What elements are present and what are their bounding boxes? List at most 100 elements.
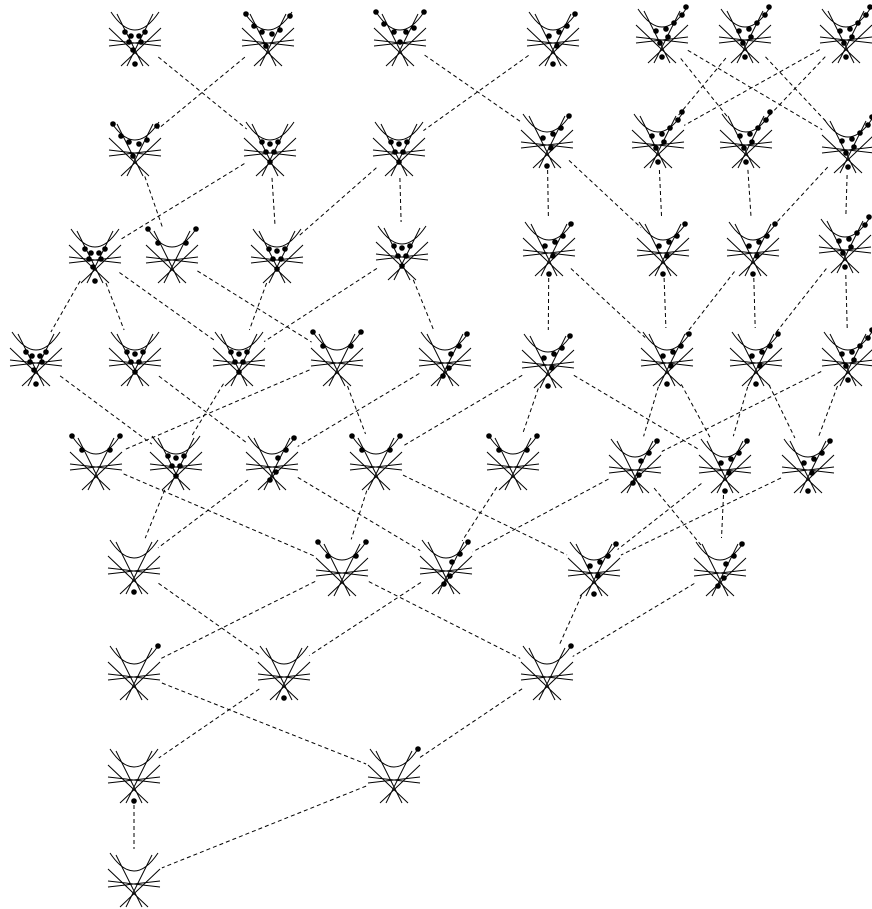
node-line [438, 542, 464, 594]
node-n2-1 [145, 226, 199, 283]
node-dot [136, 359, 142, 365]
edge-n2-1-n3-3 [197, 271, 311, 342]
node-curve [110, 853, 158, 871]
node-curve [72, 436, 120, 454]
node-curve [318, 542, 366, 560]
node-dot [86, 256, 92, 262]
node-line [531, 224, 557, 276]
edge-n3-3-n4-0 [124, 370, 310, 450]
edge-n3-8-n4-7 [819, 386, 838, 437]
node-n0-0 [109, 12, 161, 67]
edge-n0-6-n1-5 [767, 57, 826, 119]
node-line [576, 544, 602, 596]
node-dot [173, 473, 179, 479]
node-dot [595, 573, 601, 579]
node-dot [775, 331, 781, 337]
node-dot [715, 583, 721, 589]
node-curve [248, 436, 296, 454]
node-dot [274, 266, 280, 272]
node-dot [767, 343, 773, 349]
node-curve [12, 332, 60, 350]
node-dot [683, 4, 689, 10]
node-dot [118, 133, 124, 139]
node-dot [69, 433, 75, 439]
node-dot [283, 447, 289, 453]
node-dot [671, 20, 677, 26]
node-line [707, 441, 733, 493]
node-line [539, 116, 565, 168]
edge-n5-4-n6-2 [573, 584, 695, 657]
node-line [738, 334, 764, 386]
node-dot [841, 40, 847, 46]
node-dot [737, 133, 743, 139]
node-curve [110, 749, 158, 767]
node-dot [181, 453, 187, 459]
node-n1-6 [822, 114, 872, 173]
node-dot [142, 29, 148, 35]
node-line [126, 855, 152, 907]
node-curve [721, 9, 769, 27]
node-n0-1 [242, 11, 294, 66]
edge-n4-6-n5-4 [722, 495, 724, 538]
node-line [437, 334, 463, 386]
node-n3-0 [10, 332, 62, 387]
node-dot [130, 47, 136, 53]
node-dot [739, 541, 745, 547]
node-dot [449, 559, 455, 565]
edge-n4-4-n5-2 [462, 487, 497, 541]
node-dot [457, 551, 463, 557]
edge-n3-1-n4-2 [159, 376, 248, 444]
node-n2-2 [251, 229, 303, 283]
node-dot [193, 226, 199, 232]
node-dot [173, 455, 179, 461]
node-curve [824, 119, 872, 137]
node-n5-4 [694, 541, 746, 596]
node-dot [564, 23, 570, 29]
node-n4-4 [486, 433, 540, 490]
edge-n1-2-n2-3 [400, 178, 401, 222]
node-dot [847, 26, 853, 32]
node-curve [152, 436, 200, 454]
node-dot [549, 365, 555, 371]
node-line [735, 224, 761, 276]
node-curve [523, 646, 571, 664]
node-dot [155, 240, 161, 246]
node-dot [755, 125, 761, 131]
node-dot [742, 54, 748, 60]
node-dot [282, 246, 288, 252]
node-dot [273, 469, 279, 475]
node-line [358, 438, 384, 490]
node-line [329, 334, 355, 386]
node-dot [741, 145, 747, 151]
node-dot [754, 20, 760, 26]
node-n1-0 [109, 121, 161, 176]
edge-n2-0-n3-0 [51, 281, 80, 332]
node-curve [148, 229, 196, 247]
node-dot [363, 539, 369, 545]
node-line [264, 438, 290, 490]
node-dot [132, 351, 138, 357]
node-n3-4 [419, 331, 471, 386]
node-dot [545, 383, 551, 389]
node-curve [701, 439, 749, 457]
node-dot [866, 214, 872, 220]
node-dot [845, 377, 851, 383]
node-dot [657, 40, 663, 46]
edge-n3-3-n4-3 [348, 386, 366, 434]
node-line [254, 438, 280, 490]
node-curve [729, 222, 777, 240]
node-dot [126, 39, 132, 45]
edge-n0-5-n1-6 [766, 57, 828, 123]
edge-n4-2-n5-0 [158, 480, 248, 548]
node-n3-2 [213, 332, 265, 386]
node-n0-6 [820, 4, 872, 63]
node-dot [82, 246, 88, 252]
node-curve [524, 334, 572, 352]
node-n4-1 [150, 436, 202, 490]
edge-n1-6-n2-6 [773, 167, 827, 226]
node-dot [851, 357, 857, 363]
node-dot [836, 238, 842, 244]
node-n6-1 [258, 646, 310, 701]
node-line [800, 441, 826, 493]
node-dot [591, 591, 597, 597]
